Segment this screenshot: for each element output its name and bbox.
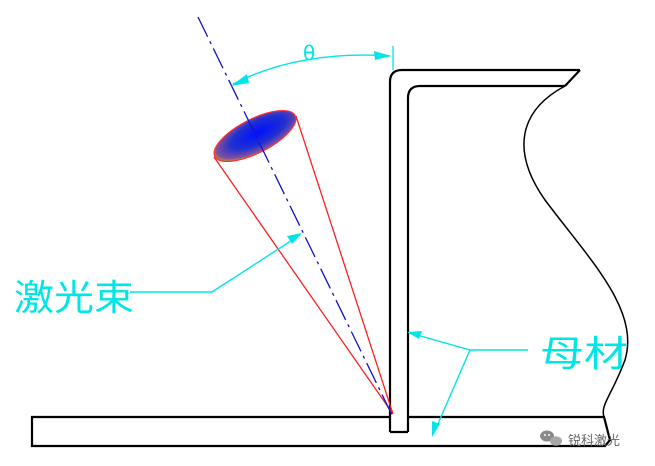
vertical-wall — [388, 68, 581, 434]
base-plate — [30, 415, 612, 448]
wechat-icon — [540, 430, 562, 446]
angle-arc — [231, 51, 391, 86]
laser-beam-label: 激光束 — [14, 278, 134, 319]
laser-beam-cone — [213, 115, 394, 415]
base-material-leader — [409, 332, 528, 434]
base-material-label: 母材 — [540, 334, 628, 375]
arc-arrowhead-right — [374, 51, 391, 60]
beam-axis — [197, 16, 393, 416]
plate-arrowhead — [432, 421, 440, 437]
break-line — [523, 85, 629, 418]
watermark-text: 锐科激光 — [568, 434, 620, 449]
wall-arrowhead — [407, 331, 422, 339]
laser-beam-arrowhead — [287, 233, 302, 244]
arc-arrowhead-left — [231, 74, 249, 86]
laser-beam-leader — [130, 233, 302, 293]
angle-label: θ — [303, 41, 315, 65]
watermark: 锐科激光 — [540, 430, 620, 449]
laser-focus-spot — [213, 109, 297, 163]
